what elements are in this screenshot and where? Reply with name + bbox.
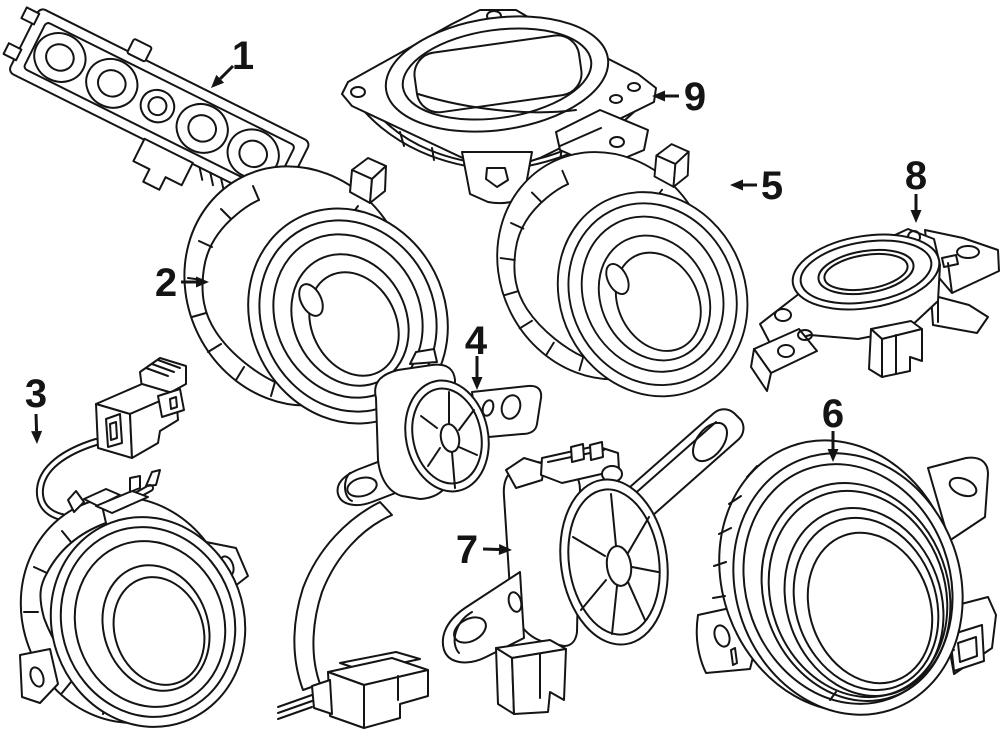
callout-arrow-line: [482, 547, 500, 552]
callout-number[interactable]: 5: [761, 164, 783, 208]
callout-number[interactable]: 6: [822, 392, 844, 436]
callout-layer: 1 2 3 4 5 6 7 8 9: [25, 34, 927, 572]
callout-arrow-head: [730, 179, 743, 191]
callout-number[interactable]: 4: [465, 319, 488, 363]
callout-arrow-head: [471, 377, 483, 390]
part-1-speaker-grille-bar: [2, 6, 310, 226]
callout-arrow-line: [34, 413, 39, 432]
callout-number[interactable]: 3: [25, 372, 47, 416]
callout-arrow-head: [910, 210, 922, 223]
callout-arrow-head: [827, 449, 839, 462]
callout-number[interactable]: 9: [684, 75, 706, 119]
part-9-square-frame-speaker: [341, 9, 657, 205]
callout-arrow-head: [211, 74, 225, 88]
callout-7[interactable]: 7: [456, 528, 512, 572]
callout-3[interactable]: 3: [25, 372, 47, 444]
callout-5[interactable]: 5: [730, 164, 783, 208]
callout-arrow-head: [31, 430, 43, 444]
callout-6[interactable]: 6: [822, 392, 844, 462]
callout-9[interactable]: 9: [652, 75, 706, 119]
callout-arrow-head: [498, 544, 512, 556]
callout-arrow-line: [219, 64, 235, 80]
part-4-tweeter-small-bracket: [277, 348, 543, 729]
part-8-tweeter-on-plate: [750, 228, 1000, 392]
part-7-tweeter-large-bracket: [441, 408, 745, 715]
callout-arrow-head: [652, 90, 665, 102]
callout-8[interactable]: 8: [905, 154, 927, 223]
callout-arrow-head: [196, 276, 209, 288]
callout-number[interactable]: 8: [905, 154, 927, 198]
part-3-speaker-with-harness: [19, 357, 249, 728]
callout-number[interactable]: 1: [232, 34, 254, 78]
callout-number[interactable]: 2: [155, 261, 177, 305]
part-6-oval-speaker: [695, 439, 997, 716]
callout-1[interactable]: 1: [211, 34, 254, 88]
callout-2[interactable]: 2: [155, 261, 209, 305]
callout-number[interactable]: 7: [456, 528, 478, 572]
callout-4[interactable]: 4: [465, 319, 488, 390]
